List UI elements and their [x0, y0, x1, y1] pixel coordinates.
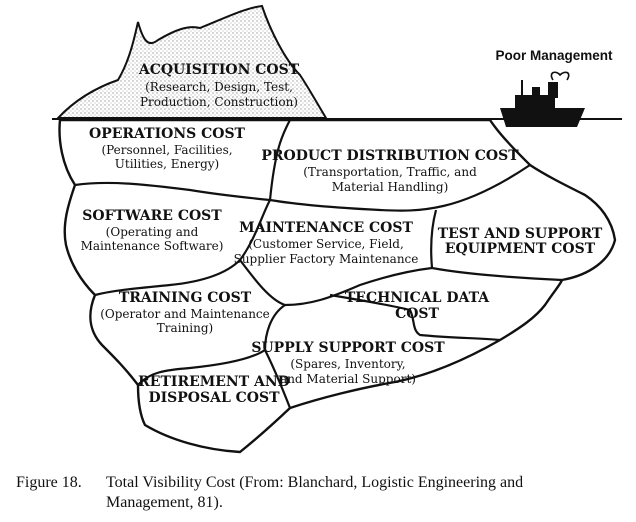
software-line-1: (Operating and [106, 225, 199, 239]
operations-title: OPERATIONS COST [89, 126, 246, 142]
iceberg-body [58, 118, 617, 454]
maintenance-line-1: (Customer Service, Field, [248, 237, 404, 251]
distribution-line-1: (Transportation, Traffic, and [303, 165, 477, 179]
acquisition-line-2: Production, Construction) [140, 95, 298, 109]
software-line-2: Maintenance Software) [81, 239, 224, 253]
supply-support-line-2: and Material Support) [280, 372, 416, 386]
acquisition-line-1: (Research, Design, Test, [145, 80, 293, 94]
distribution-line-2: Material Handling) [332, 180, 449, 194]
distribution-title: PRODUCT DISTRIBUTION COST [261, 148, 519, 164]
maintenance-line-2: Supplier Factory Maintenance [234, 252, 419, 266]
technical-data-title-line-1: TECHNICAL DATA [345, 290, 490, 306]
test-support-title-line-2: EQUIPMENT COST [445, 241, 596, 257]
region-dividers [74, 119, 563, 409]
training-cost-region: TRAINING COST (Operator and Maintenance … [100, 290, 270, 335]
operations-line-1: (Personnel, Facilities, [101, 143, 232, 157]
maintenance-title: MAINTENANCE COST [239, 220, 413, 236]
maintenance-cost-region: MAINTENANCE COST (Customer Service, Fiel… [234, 220, 419, 266]
training-title: TRAINING COST [119, 290, 252, 306]
technical-data-cost-region: TECHNICAL DATA COST [345, 290, 490, 322]
caption-number: Figure 18. [16, 474, 82, 491]
supply-support-line-1: (Spares, Inventory, [290, 357, 405, 371]
acquisition-title: ACQUISITION COST [138, 62, 300, 78]
test-support-title-line-1: TEST AND SUPPORT [438, 226, 603, 242]
iceberg-tip [55, 4, 328, 119]
product-distribution-cost-region: PRODUCT DISTRIBUTION COST (Transportatio… [261, 148, 519, 194]
technical-data-title-line-2: COST [395, 306, 439, 322]
figure-caption: Figure 18. Total Visibility Cost (From: … [16, 474, 523, 511]
ship-icon [500, 71, 585, 127]
retirement-title-line-1: RETIREMENT AND [138, 374, 290, 390]
operations-cost-region: OPERATIONS COST (Personnel, Facilities, … [89, 126, 246, 171]
supply-support-title: SUPPLY SUPPORT COST [251, 340, 445, 356]
supply-support-cost-region: SUPPLY SUPPORT COST (Spares, Inventory, … [251, 340, 445, 386]
acquisition-cost-label: ACQUISITION COST (Research, Design, Test… [138, 62, 300, 109]
caption-line-2: Management, 81). [106, 494, 223, 511]
training-line-2: Training) [157, 321, 213, 335]
test-support-equipment-cost-region: TEST AND SUPPORT EQUIPMENT COST [438, 226, 603, 257]
retirement-title-line-2: DISPOSAL COST [148, 390, 280, 406]
software-title: SOFTWARE COST [82, 208, 222, 224]
operations-line-2: Utilities, Energy) [115, 157, 219, 171]
software-cost-region: SOFTWARE COST (Operating and Maintenance… [81, 208, 224, 253]
retirement-disposal-cost-region: RETIREMENT AND DISPOSAL COST [138, 374, 290, 406]
caption-line-1: Total Visibility Cost (From: Blanchard, … [106, 474, 523, 491]
ship-label: Poor Management [495, 48, 613, 63]
training-line-1: (Operator and Maintenance [100, 307, 270, 321]
